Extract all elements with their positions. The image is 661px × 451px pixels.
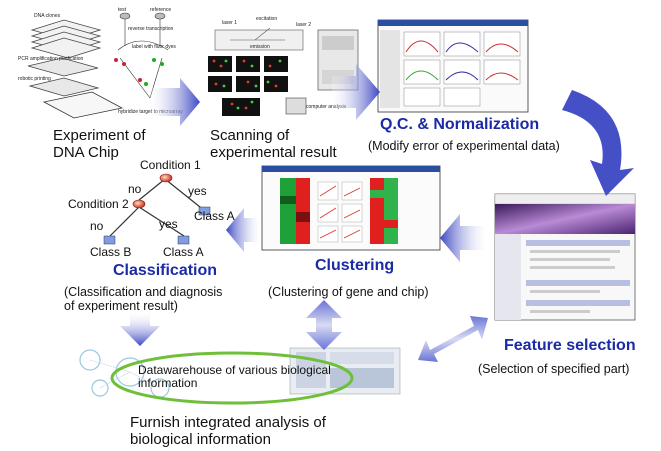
microarray-slide xyxy=(42,91,124,119)
condition-2-node xyxy=(132,199,146,209)
slide-stack xyxy=(30,19,102,59)
feature-title: Feature selection xyxy=(504,337,636,354)
condition-1-label: Condition 1 xyxy=(140,158,201,172)
arrow-clustering-warehouse xyxy=(306,300,342,350)
datawarehouse-collage xyxy=(60,340,401,405)
robotic-label: robotic printing xyxy=(18,76,51,82)
leaf-class-b xyxy=(103,235,116,245)
clustering-note: (Clustering of gene and chip) xyxy=(268,285,429,299)
experiment-title: Experiment of DNA Chip xyxy=(53,127,146,161)
feature-note: (Selection of specified part) xyxy=(478,362,630,376)
classification-title: Classification xyxy=(113,262,218,279)
arrow-experiment-to-scanning xyxy=(150,78,200,126)
condition-1-node xyxy=(159,173,173,183)
edge-no-lower: no xyxy=(90,219,104,233)
decision-tree xyxy=(103,173,211,245)
clustering-title: Clustering xyxy=(315,257,395,274)
qc-thumbnail xyxy=(377,19,529,113)
qc-note: (Modify error of experimental data) xyxy=(368,139,560,153)
feature-banner xyxy=(495,204,635,234)
arrow-qc-to-feature xyxy=(562,90,634,196)
edge-yes-upper: yes xyxy=(188,184,207,198)
arrow-classification-to-warehouse xyxy=(120,312,160,346)
heatmap-left xyxy=(280,178,310,244)
leaf-class-a-right xyxy=(198,206,211,216)
arrow-feature-to-clustering xyxy=(440,214,486,262)
qc-title: Q.C. & Normalization xyxy=(380,116,540,133)
laser2-label: laser 2 xyxy=(296,22,311,28)
laser1-label: laser 1 xyxy=(222,20,237,26)
dna-clones-label: DNA clones xyxy=(34,13,61,19)
leaf-class-a-bottom xyxy=(177,235,190,245)
computer-analysis-label: computer analysis xyxy=(306,104,347,110)
condition-2-label: Condition 2 xyxy=(68,197,129,211)
edge-yes-lower: yes xyxy=(159,217,178,231)
dna-chip-thumbnail: DNA clones test reference PCR amplificat… xyxy=(18,7,183,119)
reverse-transcription-label: reverse transcription xyxy=(128,26,174,32)
emission-label: emission xyxy=(250,44,270,50)
dye-dots xyxy=(114,58,164,86)
class-a-right-label: Class A xyxy=(194,209,235,223)
excitation-label: excitation xyxy=(256,16,277,22)
clustering-thumbnail xyxy=(261,165,441,251)
heatmap-right xyxy=(370,178,398,244)
class-a-bottom-label: Class A xyxy=(163,245,204,259)
datawarehouse-label: Datawarehouse of various biological info… xyxy=(138,363,331,391)
scanning-thumbnail: laser 1 excitation laser 2 emission comp… xyxy=(208,16,359,116)
arrow-scanning-to-qc xyxy=(332,64,380,120)
sample-pipettes xyxy=(117,12,169,99)
arrow-clustering-to-classification xyxy=(226,208,260,252)
reference-label: reference xyxy=(150,7,171,13)
datawarehouse-highlight xyxy=(110,351,354,405)
scanning-title: Scanning of experimental result xyxy=(210,127,337,161)
test-label: test xyxy=(118,7,127,13)
edge-no-upper: no xyxy=(128,182,142,196)
feature-thumbnail xyxy=(494,193,636,321)
well-plate xyxy=(27,57,100,97)
pcr-label: PCR amplification purification xyxy=(18,56,84,62)
qc-plots xyxy=(403,31,521,107)
fluor-label: label with fluor dyes xyxy=(132,44,176,50)
scan-images xyxy=(208,56,288,116)
classification-note: (Classification and diagnosis of experim… xyxy=(64,285,223,313)
arrow-feature-warehouse xyxy=(418,316,488,362)
computer-icon xyxy=(285,97,307,115)
integrated-title: Furnish integrated analysis of biologica… xyxy=(130,414,326,448)
class-b-label: Class B xyxy=(90,245,132,259)
